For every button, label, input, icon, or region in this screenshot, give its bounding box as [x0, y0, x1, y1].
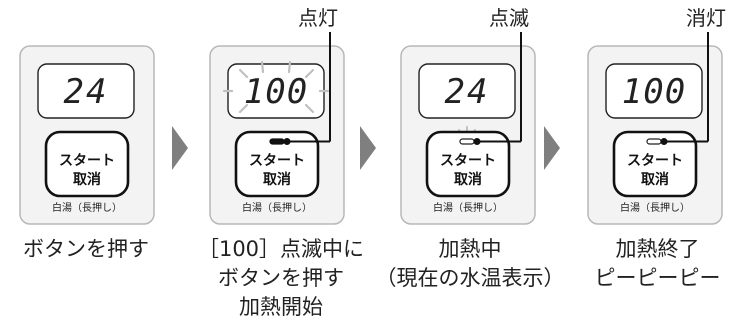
- caption-2-line-3: 加熱開始: [239, 295, 323, 319]
- panel-2-blink-rays: [222, 60, 330, 114]
- callout-label-lit: 点灯: [298, 6, 338, 30]
- panel-3-display-value: 24: [445, 72, 490, 112]
- caption-2-line-1: ［100］点滅中に: [197, 237, 365, 261]
- panel-3-under-label: 白湯（長押し）: [433, 201, 503, 214]
- panel-4: 100 スタート 取消 白湯（長押し）: [587, 32, 723, 225]
- panel-4-start-label: スタート: [627, 153, 683, 169]
- panel-1-display-value: 24: [64, 72, 109, 112]
- panel-2: 100 スタート 取消 白湯（長押し）: [209, 32, 345, 225]
- caption-4-line-1: 加熱終了: [615, 237, 700, 261]
- panel-2-display-value: 100: [244, 72, 308, 112]
- panel-1: 24 スタート 取消 白湯（長押し）: [19, 45, 155, 225]
- panel-4-indicator-led: [646, 138, 662, 145]
- panel-3-display: [418, 63, 516, 119]
- panel-2-cancel-label: 取消: [263, 171, 291, 188]
- panel-4-display: [605, 63, 703, 119]
- panel-1-under-label: 白湯（長押し）: [52, 201, 122, 214]
- caption-3-line-1: 加熱中: [438, 237, 502, 261]
- panel-4-start-button[interactable]: [612, 130, 698, 198]
- panel-1-start-button[interactable]: [44, 130, 130, 198]
- panel-3-start-button[interactable]: [425, 130, 511, 198]
- panel-4-under-label: 白湯（長押し）: [620, 201, 690, 214]
- callout-label-blink: 点滅: [489, 6, 529, 30]
- panel-2-start-button[interactable]: [234, 130, 320, 198]
- panel-2-under-label: 白湯（長押し）: [242, 201, 312, 214]
- arrow-3: [544, 126, 560, 170]
- arrow-2: [360, 126, 376, 170]
- panel-3-start-label: スタート: [440, 153, 496, 169]
- panel-4-display-value: 100: [622, 72, 686, 112]
- caption-1-line-1: ボタンを押す: [23, 237, 149, 261]
- panel-2-indicator-led: [269, 138, 285, 145]
- panel-1-display: [37, 63, 135, 119]
- panel-2-start-label: スタート: [249, 153, 305, 169]
- panel-1-cancel-label: 取消: [73, 171, 101, 188]
- panel-3: 24 スタート 取消 白湯（長押し）: [400, 32, 536, 225]
- callout-label-off: 消灯: [686, 6, 726, 30]
- caption-2-line-2: ボタンを押す: [218, 266, 344, 290]
- panel-3-indicator-led: [459, 138, 475, 145]
- arrow-1: [172, 126, 188, 170]
- panel-1-start-label: スタート: [59, 153, 115, 169]
- panel-3-cancel-label: 取消: [454, 171, 482, 188]
- panel-4-cancel-label: 取消: [641, 171, 669, 188]
- caption-4-line-2: ピーピーピー: [594, 266, 721, 290]
- caption-3-line-2: （現在の水温表示）: [375, 266, 565, 290]
